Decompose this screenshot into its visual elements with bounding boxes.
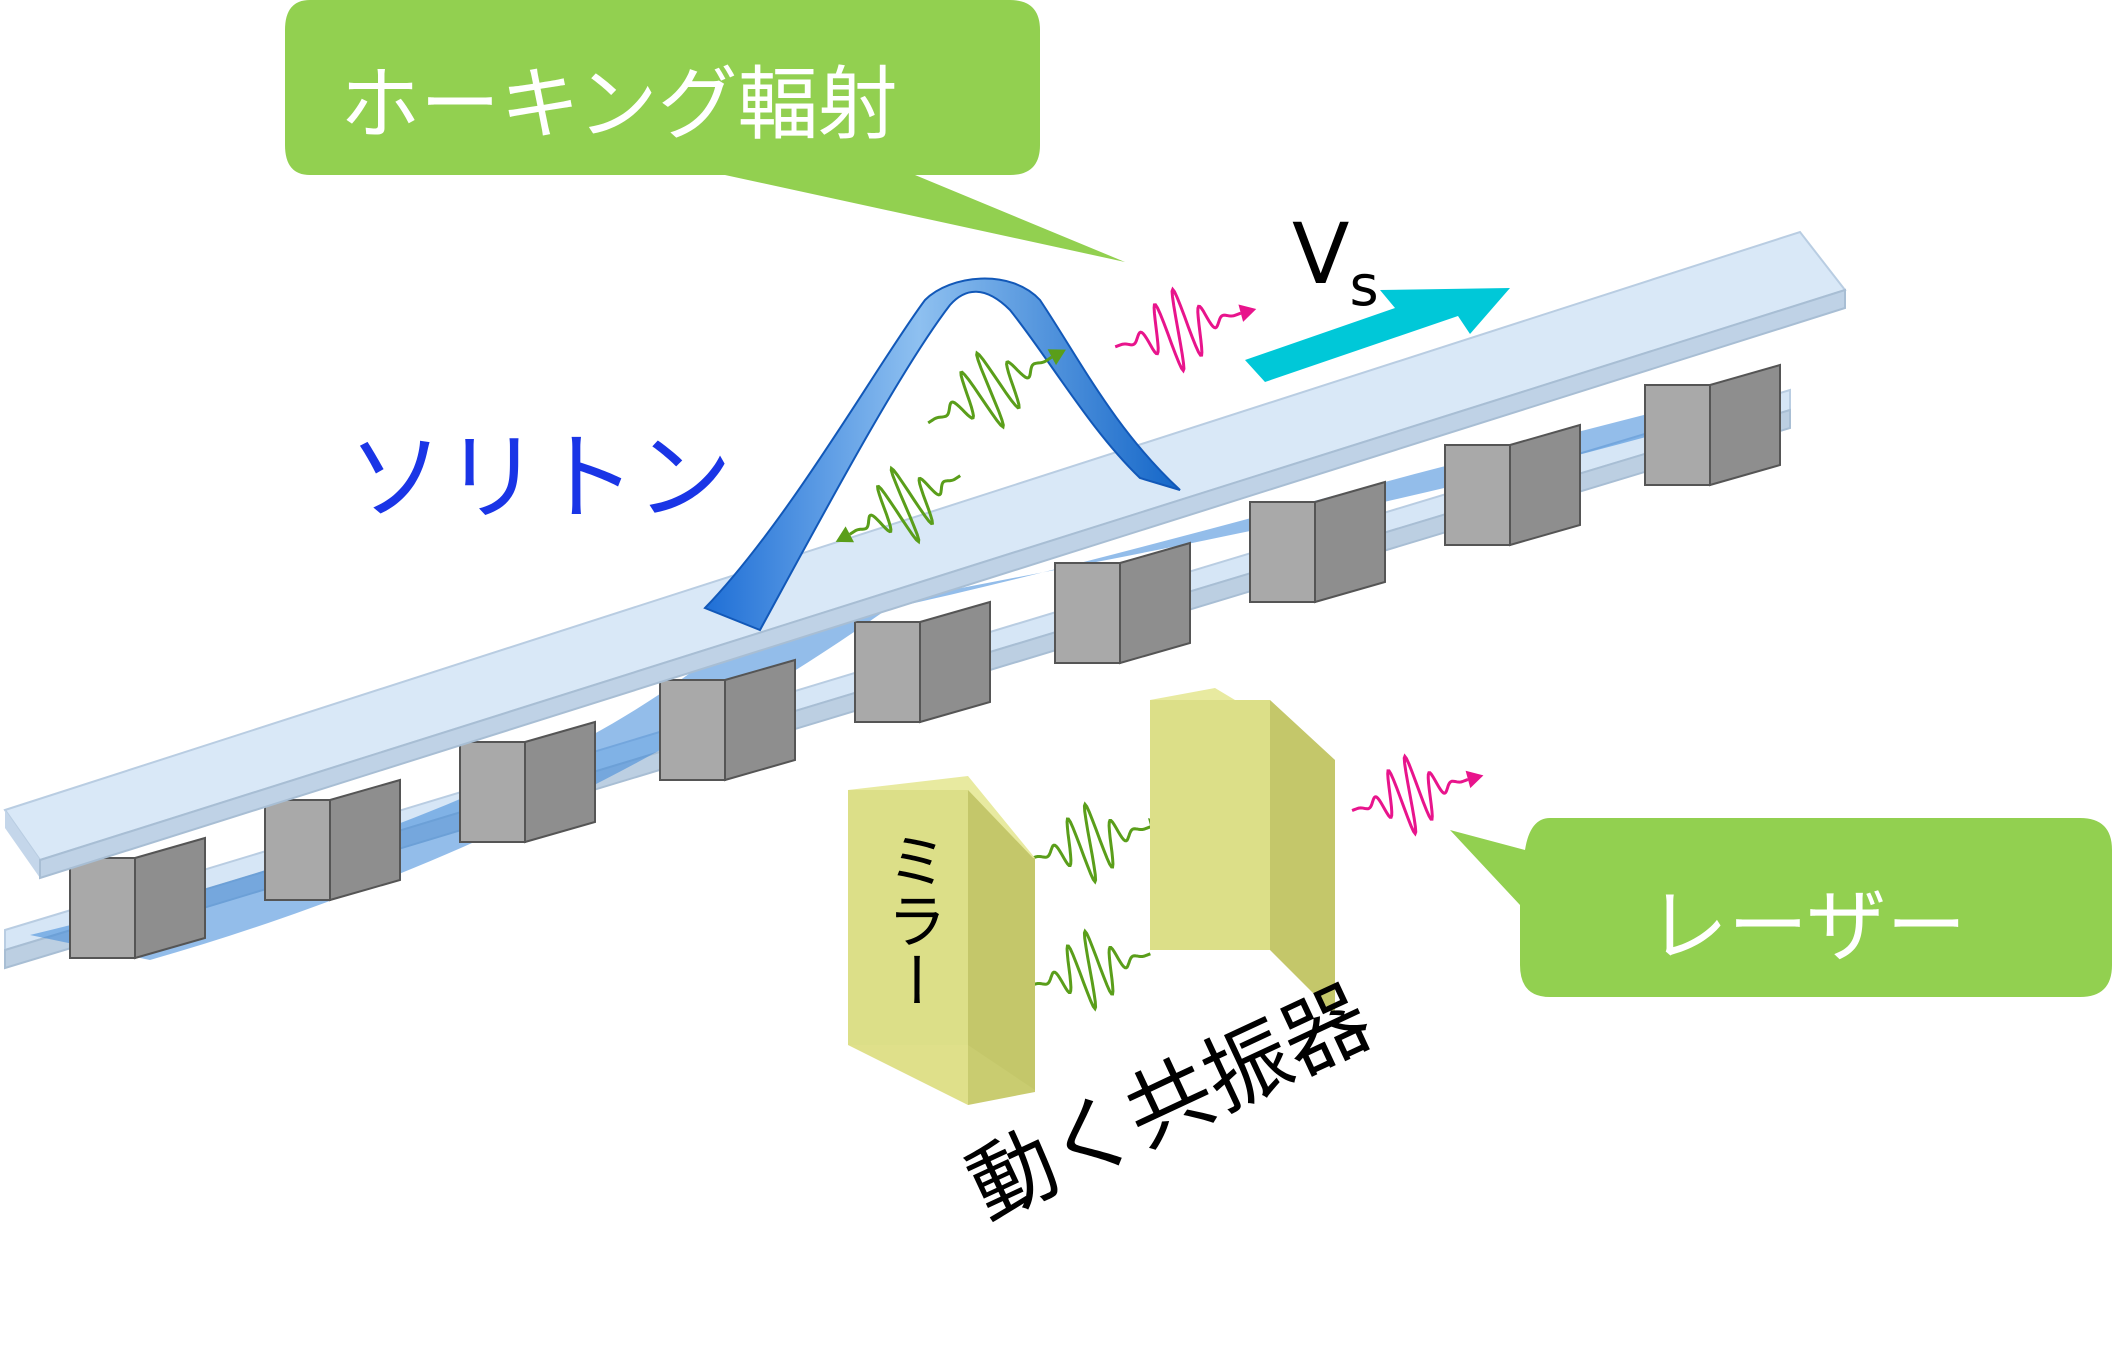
laser-output-wave [1351,753,1484,837]
velocity-symbol: V [1292,205,1350,303]
callout-hawking-bubble [285,0,1125,262]
support-block [854,600,991,724]
velocity-subscript: s [1349,254,1379,319]
hawking-radiation-wave [1114,286,1257,374]
upper-rail-edge [39,288,1846,880]
soliton-label: ソリトン [348,422,732,534]
velocity-arrow [1245,288,1510,382]
mirror-block [848,776,1035,1105]
soliton-internal-wave [835,465,962,545]
support-block [459,720,596,844]
upper-rail-front [5,810,40,878]
support-block [1444,423,1581,547]
support-block [1644,363,1781,487]
soliton-wave [703,277,1181,632]
mirror-label: ミラー [877,830,947,1010]
support-block [69,836,206,960]
laser-label: レーザー [1648,880,1967,973]
soliton-internal-wave [927,349,1066,430]
support-block [1249,480,1386,604]
velocity-label: Vs [1292,205,1379,319]
callout-laser-bubble [1450,818,2112,997]
resonator-block [1150,688,1335,1015]
support-block [1054,541,1191,665]
support-block [659,658,796,782]
hawking-radiation-label: ホーキング輻射 [340,58,898,151]
support-block [264,778,401,902]
